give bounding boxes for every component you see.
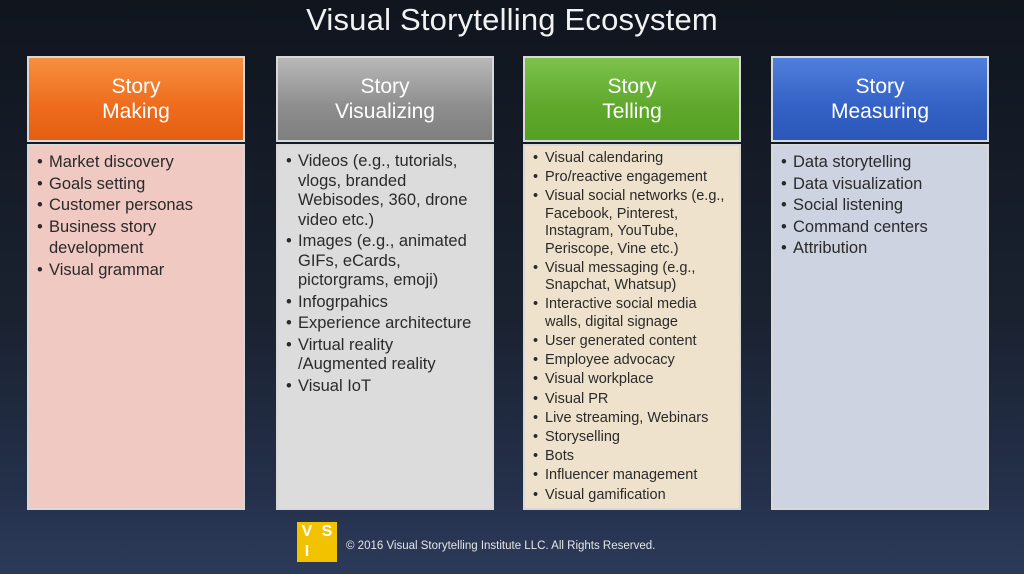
copyright-footer: © 2016 Visual Storytelling Institute LLC… bbox=[346, 540, 656, 552]
column-header: Story Measuring bbox=[771, 56, 989, 142]
list-item: Interactive social media walls, digital … bbox=[531, 296, 733, 331]
column-story-measuring: Story Measuring Data storytelling Data v… bbox=[771, 56, 989, 510]
bullet-list: Videos (e.g., tutorials, vlogs, branded … bbox=[284, 152, 486, 396]
page-title: Visual Storytelling Ecosystem bbox=[306, 2, 718, 37]
header-line-2: Visualizing bbox=[334, 100, 435, 123]
list-item: Market discovery bbox=[35, 152, 237, 174]
list-item: Data visualization bbox=[779, 174, 981, 196]
list-item: Visual messaging (e.g., Snapchat, Whatsu… bbox=[531, 260, 733, 295]
list-item: Visual PR bbox=[531, 391, 733, 409]
column-header: Story Visualizing bbox=[276, 56, 494, 142]
list-item: Live streaming, Webinars bbox=[531, 410, 733, 428]
list-item: Visual calendaring bbox=[531, 150, 733, 168]
list-item: Visual social networks (e.g., Facebook, … bbox=[531, 188, 733, 258]
list-item: Videos (e.g., tutorials, vlogs, branded … bbox=[284, 152, 486, 230]
column-story-telling: Story Telling Visual calendaring Pro/rea… bbox=[523, 56, 741, 510]
header-line-2: Making bbox=[102, 100, 170, 123]
bullet-list: Market discovery Goals setting Customer … bbox=[35, 152, 237, 281]
list-item: User generated content bbox=[531, 333, 733, 351]
header-line-1: Story bbox=[607, 75, 657, 98]
logo-letter: S bbox=[321, 523, 333, 540]
column-story-making: Story Making Market discovery Goals sett… bbox=[27, 56, 245, 510]
column-body: Market discovery Goals setting Customer … bbox=[27, 144, 245, 510]
list-item: Visual workplace bbox=[531, 371, 733, 389]
list-item: Experience architecture bbox=[284, 314, 486, 334]
list-item: Employee advocacy bbox=[531, 352, 733, 370]
list-item: Influencer management bbox=[531, 467, 733, 485]
header-line-2: Measuring bbox=[830, 100, 930, 123]
list-item: Visual gamification bbox=[531, 487, 733, 505]
column-body: Visual calendaring Pro/reactive engageme… bbox=[523, 144, 741, 510]
list-item: Customer personas bbox=[35, 195, 237, 217]
list-item: Attribution bbox=[779, 238, 981, 260]
logo-letter: V bbox=[301, 523, 313, 540]
list-item: Storyselling bbox=[531, 429, 733, 447]
list-item: Pro/reactive engagement bbox=[531, 169, 733, 187]
header-line-1: Story bbox=[855, 75, 905, 98]
list-item: Visual IoT bbox=[284, 377, 486, 397]
vsi-logo: V S I bbox=[297, 522, 337, 562]
list-item: Images (e.g., animated GIFs, eCards, pic… bbox=[284, 232, 486, 291]
header-line-1: Story bbox=[360, 75, 410, 98]
list-item: Social listening bbox=[779, 195, 981, 217]
list-item: Bots bbox=[531, 448, 733, 466]
column-header: Story Making bbox=[27, 56, 245, 142]
header-line-1: Story bbox=[111, 75, 161, 98]
column-header: Story Telling bbox=[523, 56, 741, 142]
list-item: Infogrpahics bbox=[284, 293, 486, 313]
bullet-list: Data storytelling Data visualization Soc… bbox=[779, 152, 981, 260]
list-item: Visual grammar bbox=[35, 260, 237, 282]
logo-letter: I bbox=[304, 543, 310, 560]
column-story-visualizing: Story Visualizing Videos (e.g., tutorial… bbox=[276, 56, 494, 510]
column-body: Data storytelling Data visualization Soc… bbox=[771, 144, 989, 510]
column-body: Videos (e.g., tutorials, vlogs, branded … bbox=[276, 144, 494, 510]
bullet-list: Visual calendaring Pro/reactive engageme… bbox=[531, 150, 733, 504]
list-item: Command centers bbox=[779, 217, 981, 239]
list-item: Business story development bbox=[35, 217, 237, 260]
list-item: Data storytelling bbox=[779, 152, 981, 174]
header-line-2: Telling bbox=[602, 100, 662, 123]
list-item: Virtual reality /Augmented reality bbox=[284, 336, 486, 375]
list-item: Goals setting bbox=[35, 174, 237, 196]
